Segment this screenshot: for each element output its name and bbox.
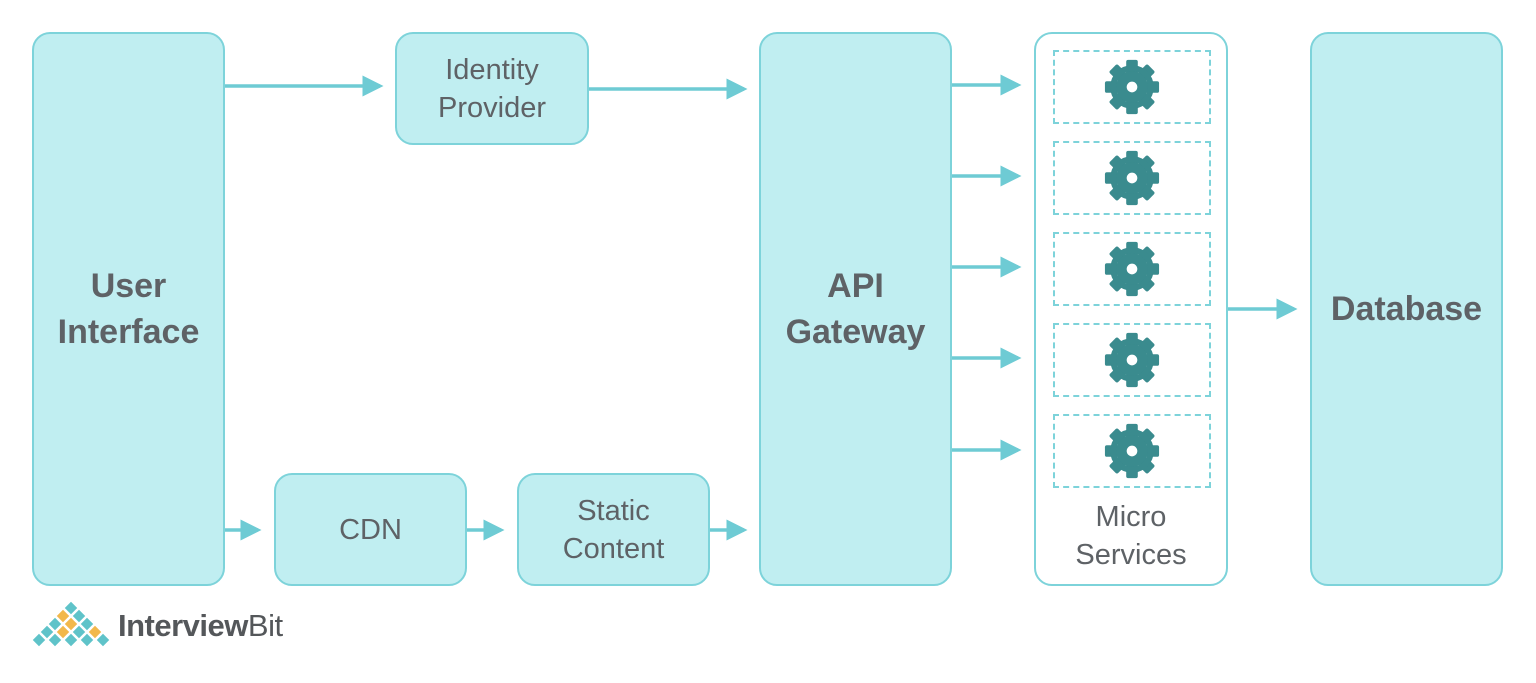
user-interface-node: User Interface xyxy=(32,32,225,586)
gear-icon xyxy=(1103,331,1161,389)
logo-text: InterviewBit xyxy=(118,608,283,644)
micro-services-node: Micro Services xyxy=(1034,32,1228,586)
gear-icon xyxy=(1103,422,1161,480)
static-content-node: Static Content xyxy=(517,473,710,586)
user-interface-label: User Interface xyxy=(57,267,200,351)
logo-text-part2: Bit xyxy=(247,608,283,643)
api-gateway-node: API Gateway xyxy=(759,32,952,586)
micro-services-label: Micro Services xyxy=(1075,501,1187,571)
database-node: Database xyxy=(1310,32,1503,586)
identity-provider-label: Identity Provider xyxy=(438,53,546,124)
micro-service-slot xyxy=(1053,232,1211,306)
gear-icon xyxy=(1103,58,1161,116)
gear-icon xyxy=(1103,149,1161,207)
logo-diamond-icon xyxy=(31,601,111,648)
micro-service-slot xyxy=(1053,414,1211,488)
database-label: Database xyxy=(1330,290,1483,328)
api-gateway-label: API Gateway xyxy=(785,267,926,351)
logo-text-part1: Interview xyxy=(118,608,248,643)
gear-icon xyxy=(1103,240,1161,298)
static-content-label: Static Content xyxy=(562,494,665,565)
micro-service-slot xyxy=(1053,323,1211,397)
cdn-node: CDN xyxy=(274,473,467,586)
cdn-label: CDN xyxy=(339,513,402,546)
identity-provider-node: Identity Provider xyxy=(395,32,589,145)
interviewbit-logo: InterviewBit xyxy=(30,600,283,652)
micro-service-slot xyxy=(1053,50,1211,124)
micro-service-slot xyxy=(1053,141,1211,215)
